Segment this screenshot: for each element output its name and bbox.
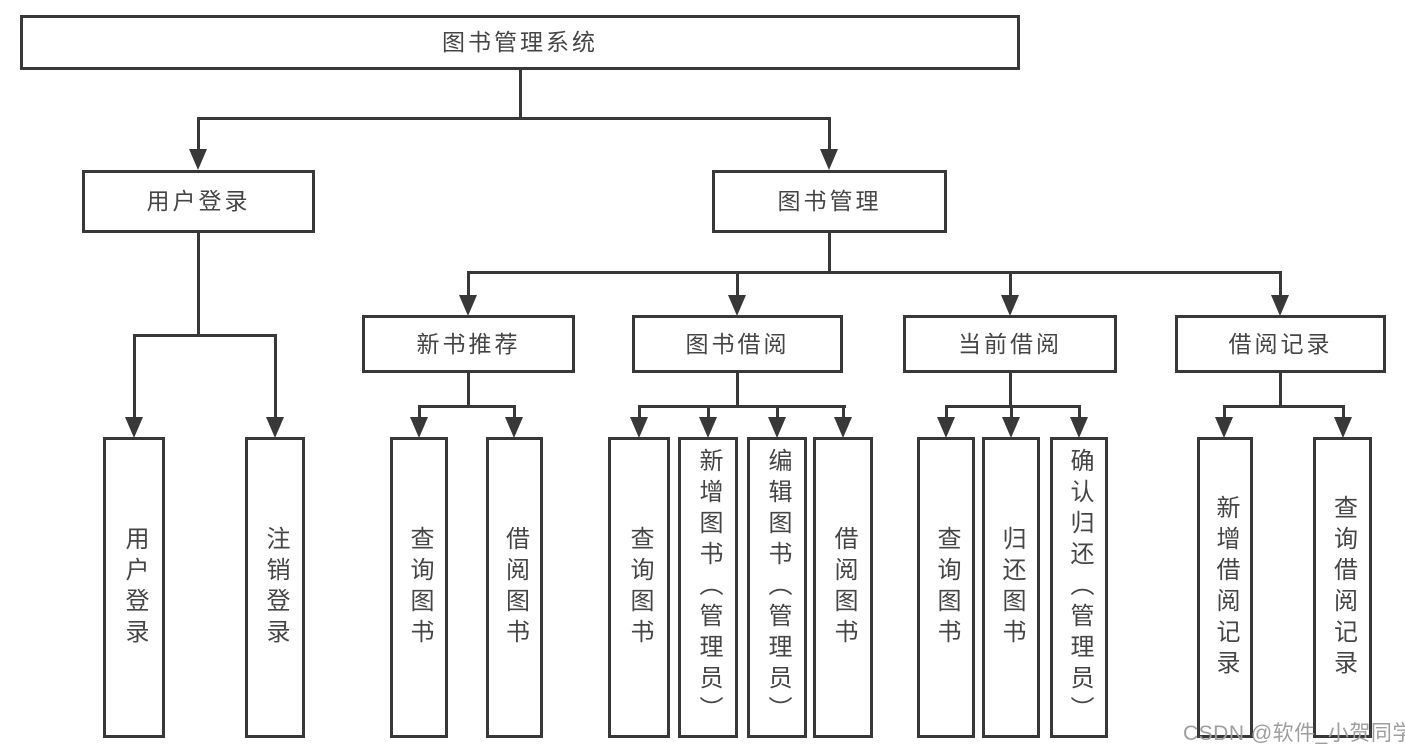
connector-to-leaf-edit-book [776,405,779,420]
connector-book-borrow-stem [736,373,739,408]
node-book-borrow: 图书借阅 [632,315,843,373]
node-user-login: 用户登录 [82,170,315,233]
connector-to-leaf-query-record [1342,405,1345,420]
leaf-add-borrow-record: 新增借阅记录 [1197,437,1253,738]
connector-to-leaf-add-record [1223,405,1226,420]
connector-to-leaf-query-book-2 [638,405,641,420]
leaf-borrow-book: 借阅图书 [813,437,873,738]
connector-book-borrow-bus [638,405,846,408]
connector-to-leaf-borrow-book-2 [842,405,845,420]
connector-to-current-borrow [1009,271,1012,299]
connector-to-leaf-return-book [1010,405,1013,420]
leaf-return-book: 归还图书 [982,437,1040,738]
connector-current-borrow-bus [945,405,1081,408]
leaf-edit-book-admin: 编辑图书（管理员） [747,437,807,738]
connector-user-login-bus [133,334,277,337]
connector-to-leaf-query-book-3 [945,405,948,420]
arrowhead-leaf-query-book-3 [937,417,955,438]
arrowhead-leaf-user-login [125,417,143,438]
connector-user-login-stem [197,233,200,337]
connector-to-book-borrow [736,271,739,299]
arrowhead-leaf-add-record [1215,417,1233,438]
connector-to-leaf-query-book-1 [418,405,421,420]
node-borrow-records: 借阅记录 [1175,315,1386,373]
arrowhead-leaf-return-book [1002,417,1020,438]
leaf-borrow-book-recommend: 借阅图书 [486,437,543,738]
connector-borrow-records-stem [1279,373,1282,408]
connector-new-book-stem [467,373,470,408]
node-book-management: 图书管理 [712,170,947,233]
arrowhead-leaf-query-book-1 [410,417,428,438]
connector-borrow-records-bus [1223,405,1344,408]
arrowhead-leaf-borrow-book-2 [834,417,852,438]
arrowhead-book-management [820,149,838,170]
leaf-query-book-current: 查询图书 [917,437,975,738]
connector-to-user-login [197,117,200,152]
leaf-query-book-borrow: 查询图书 [608,437,670,738]
connector-to-leaf-add-book [707,405,710,420]
arrowhead-leaf-query-book-2 [630,417,648,438]
arrowhead-leaf-add-book [699,417,717,438]
connector-to-leaf-user-login [133,334,136,419]
connector-root-bus [197,117,831,120]
connector-book-management-stem [828,233,831,274]
arrowhead-borrow-records [1271,295,1289,316]
node-library-management-system: 图书管理系统 [20,15,1020,70]
leaf-add-book-admin: 新增图书（管理员） [678,437,738,738]
csdn-watermark: CSDN @软件_小贺同学 [1183,722,1405,745]
arrowhead-new-book [459,295,477,316]
arrowhead-book-borrow [728,295,746,316]
arrowhead-leaf-query-record [1334,417,1352,438]
arrowhead-current-borrow [1001,295,1019,316]
leaf-confirm-return-admin: 确认归还（管理员） [1050,437,1108,738]
connector-root-stem [519,70,522,118]
connector-to-leaf-borrow-book-1 [513,405,516,420]
leaf-query-borrow-record: 查询借阅记录 [1313,437,1372,738]
connector-to-new-book [467,271,470,299]
connector-book-management-bus [467,271,1281,274]
connector-current-borrow-stem [1009,373,1012,408]
connector-to-book-management [828,117,831,152]
leaf-logout: 注销登录 [245,437,305,738]
arrowhead-leaf-logout [266,417,284,438]
node-new-book-recommend: 新书推荐 [362,315,575,373]
leaf-query-book-recommend: 查询图书 [390,437,448,738]
arrowhead-leaf-confirm-return [1070,417,1088,438]
arrowhead-leaf-edit-book [768,417,786,438]
arrowhead-leaf-borrow-book-1 [505,417,523,438]
node-current-borrow: 当前借阅 [903,315,1117,373]
connector-to-leaf-confirm-return [1078,405,1081,420]
connector-to-borrow-records [1279,271,1282,299]
connector-new-book-bus [418,405,516,408]
arrowhead-user-login [189,149,207,170]
connector-to-leaf-logout [274,334,277,419]
leaf-user-login: 用户登录 [103,437,165,738]
